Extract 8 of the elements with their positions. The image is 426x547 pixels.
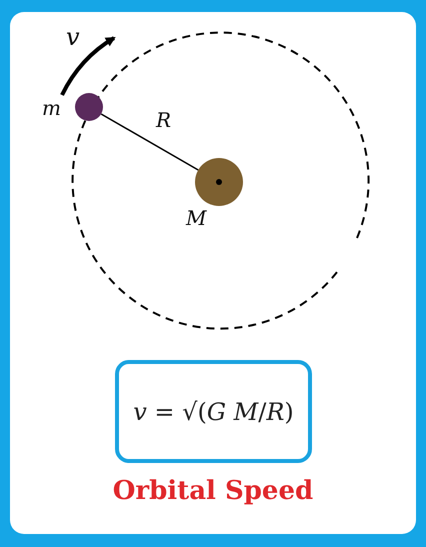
radius-line	[100, 113, 199, 171]
edge-label: R	[156, 108, 172, 130]
formula-box	[115, 360, 312, 463]
mass-label: M	[186, 207, 206, 229]
velocity-label: v	[66, 26, 80, 48]
mass-label: m	[42, 97, 61, 119]
formula: v = √(G M/R)	[133, 398, 294, 426]
caption: Orbital Speed	[112, 476, 314, 506]
